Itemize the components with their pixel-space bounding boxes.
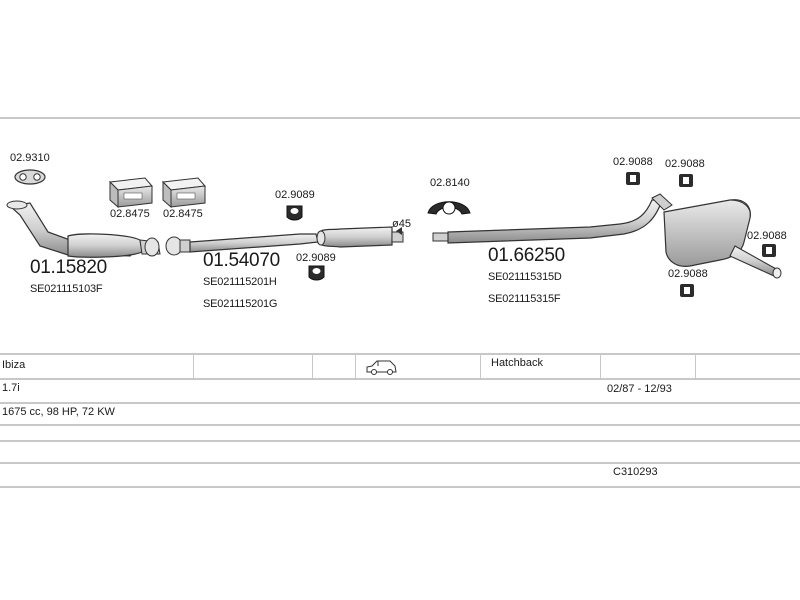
hanger-part-number-b: 02.9089 xyxy=(296,252,336,264)
rubber-mount-icon xyxy=(680,284,694,297)
rear-section-number: 01.66250 xyxy=(488,245,565,266)
rubber-part-number-c: 02.9088 xyxy=(747,230,787,242)
rubber-part-number-b: 02.9088 xyxy=(665,158,705,170)
middle-section-ref-1: SE021115201H xyxy=(203,276,277,288)
table-col-sep-3 xyxy=(355,355,356,378)
middle-section-ref-2: SE021115201G xyxy=(203,298,278,310)
vehicle-specs: 1675 cc, 98 HP, 72 KW xyxy=(2,406,115,418)
gasket-icon xyxy=(14,169,46,185)
table-divider-1 xyxy=(0,353,800,355)
mounting-kit-box-icon xyxy=(108,177,154,209)
mounting-kit-box-icon xyxy=(161,177,207,209)
table-col-sep-6 xyxy=(695,355,696,378)
rear-silencer-part xyxy=(432,193,782,279)
vehicle-model: Ibiza xyxy=(2,359,26,371)
front-section-ref-1: SE021115103F xyxy=(30,283,103,295)
hatchback-car-icon xyxy=(366,360,397,375)
table-divider-3 xyxy=(0,402,800,404)
vehicle-years: 02/87 - 12/93 xyxy=(607,383,672,395)
middle-section-number: 01.54070 xyxy=(203,250,280,271)
front-section-number: 01.15820 xyxy=(30,257,107,278)
hanger-part-number-a: 02.9089 xyxy=(275,189,315,201)
top-divider xyxy=(0,117,800,119)
system-code: C310293 xyxy=(613,466,658,478)
rubber-hanger-icon xyxy=(308,265,325,281)
rubber-part-number-d: 02.9088 xyxy=(668,268,708,280)
pipe-clamp-icon xyxy=(427,201,471,215)
table-divider-7 xyxy=(0,486,800,488)
vehicle-body-type: Hatchback xyxy=(491,357,543,369)
rubber-part-number-a: 02.9088 xyxy=(613,156,653,168)
rear-section-ref-1: SE021115315D xyxy=(488,271,562,283)
rubber-mount-icon xyxy=(626,172,640,185)
front-pipe-part xyxy=(6,200,161,258)
table-col-sep-4 xyxy=(480,355,481,378)
rubber-mount-icon xyxy=(679,174,693,187)
clamp-part-number: 02.8140 xyxy=(430,177,470,189)
pipe-diameter-label: ø45 xyxy=(392,218,411,230)
table-divider-2 xyxy=(0,378,800,380)
bracket-part-number-a: 02.8475 xyxy=(110,208,150,220)
gasket-part-number: 02.9310 xyxy=(10,152,50,164)
rubber-hanger-icon xyxy=(286,205,303,221)
table-divider-4 xyxy=(0,424,800,426)
vehicle-engine: 1.7i xyxy=(2,382,20,394)
table-col-sep-1 xyxy=(193,355,194,378)
middle-pipe-part xyxy=(189,226,404,253)
flange-joint-icon xyxy=(144,236,191,257)
rubber-mount-icon xyxy=(762,244,776,257)
table-divider-6 xyxy=(0,462,800,464)
table-divider-5 xyxy=(0,440,800,442)
table-col-sep-5 xyxy=(600,355,601,378)
rear-section-ref-2: SE021115315F xyxy=(488,293,561,305)
table-col-sep-2 xyxy=(312,355,313,378)
pipe-diameter-arrow-icon xyxy=(396,227,402,235)
bracket-part-number-b: 02.8475 xyxy=(163,208,203,220)
